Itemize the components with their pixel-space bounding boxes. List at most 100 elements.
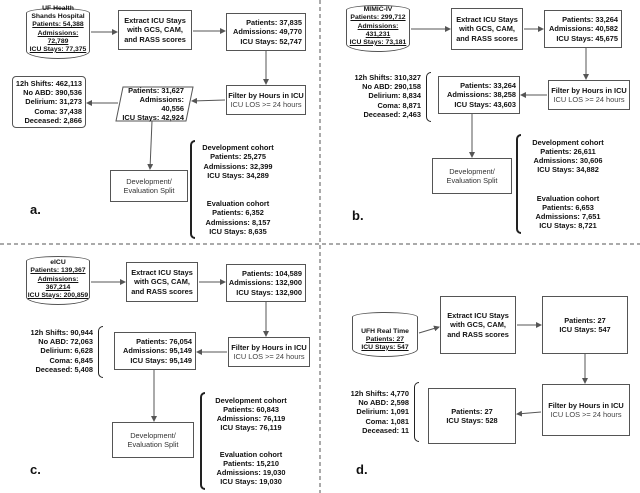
filter-subtitle: ICU LOS >= 24 hours xyxy=(230,100,302,109)
split-box: Development/ Evaluation Split xyxy=(432,158,512,194)
stats-box-1: Patients: 27 ICU Stays: 547 xyxy=(542,296,628,354)
extract-line: with GCS, CAM, xyxy=(459,24,515,34)
source-name: eICU xyxy=(50,259,66,267)
cohort-stat: Patients: 60,843 xyxy=(223,404,279,414)
shifts-brace xyxy=(98,326,103,378)
shift-line: 12h Shifts: 462,113 xyxy=(15,79,82,89)
shift-line: Deceased: 2,463 xyxy=(363,109,421,119)
source-database: UF Health Shands Hospital Patients: 54,3… xyxy=(26,5,90,59)
cohort-stat: Admissions: 76,119 xyxy=(216,414,286,423)
split-line: Development/ xyxy=(449,166,495,176)
filter-box: Filter by Hours in ICU ICU LOS >= 24 hou… xyxy=(548,80,630,110)
stat-line: ICU Stays: 42,924 xyxy=(122,113,184,123)
extract-line: Extract ICU Stays xyxy=(447,311,509,321)
shifts-box: 12h Shifts: 90,944 No ABD: 72,063 Deliri… xyxy=(14,325,96,377)
cohort-title: Development cohort xyxy=(532,137,604,147)
eval-cohort: Evaluation cohort Patients: 15,210 Admis… xyxy=(206,446,296,490)
shift-line: Coma: 1,081 xyxy=(365,416,409,426)
stats-box-2: Patients: 31,627 Admissions: 40,556 ICU … xyxy=(116,85,188,123)
cohort-stat: ICU Stays: 76,119 xyxy=(220,423,282,433)
cohort-stat: Admissions: 32,399 xyxy=(203,161,273,171)
cohort-title: Development cohort xyxy=(202,143,274,153)
extract-line: and RASS scores xyxy=(131,286,193,296)
cohort-stat: Admissions: 8,157 xyxy=(205,217,271,227)
filter-subtitle: ICU LOS >= 24 hours xyxy=(233,352,305,361)
stat-line: ICU Stays: 132,900 xyxy=(236,287,302,297)
shift-line: Delirium: 8,834 xyxy=(368,91,421,101)
shift-line: Deceased: 5,408 xyxy=(35,364,93,374)
stat-line: Admissions: 95,149 xyxy=(122,346,192,356)
filter-subtitle: ICU LOS >= 24 hours xyxy=(553,95,625,104)
shift-line: No ABD: 2,598 xyxy=(358,398,409,408)
shift-line: Coma: 37,438 xyxy=(34,106,82,116)
cohort-title: Evaluation cohort xyxy=(536,193,600,203)
extract-line: with GCS, CAM, xyxy=(450,320,506,330)
shift-line: No ABD: 72,063 xyxy=(38,337,93,347)
source-database: MIMIC-IV Patients: 299,712 Admissions: 4… xyxy=(346,6,410,52)
extract-box: Extract ICU Stays with GCS, CAM, and RAS… xyxy=(451,8,523,50)
cohort-stat: ICU Stays: 19,030 xyxy=(220,477,282,487)
cohort-brace xyxy=(200,392,205,490)
stat-line: Admissions: 38,258 xyxy=(446,90,516,100)
stat-line: ICU Stays: 95,149 xyxy=(130,355,192,365)
stat-line: Patients: 27 xyxy=(451,406,493,416)
shifts-box: 12h Shifts: 462,113 No ABD: 390,536 Deli… xyxy=(12,76,86,128)
eval-cohort: Evaluation cohort Patients: 6,653 Admiss… xyxy=(522,190,614,234)
extract-line: Extract ICU Stays xyxy=(456,15,518,25)
cohort-brace xyxy=(516,134,521,234)
extract-line: and RASS scores xyxy=(124,34,186,44)
shifts-brace xyxy=(426,72,431,122)
shifts-box: 12h Shifts: 4,770 No ABD: 2,598 Delirium… xyxy=(330,384,412,440)
filter-title: Filter by Hours in ICU xyxy=(551,85,627,95)
stats-box-1: Patients: 33,264 Admissions: 40,582 ICU … xyxy=(544,10,622,48)
shift-line: Delirium: 31,273 xyxy=(25,97,82,107)
cohort-stat: ICU Stays: 8,635 xyxy=(209,226,267,236)
split-line: Evaluation Split xyxy=(127,440,179,449)
shift-line: 12h Shifts: 310,327 xyxy=(354,73,421,83)
filter-box: Filter by Hours in ICU ICU LOS >= 24 hou… xyxy=(226,85,306,115)
source-stat: ICU Stays: 77,375 xyxy=(29,45,87,53)
stat-line: Patients: 31,627 xyxy=(128,85,184,95)
cohort-stat: Patients: 15,210 xyxy=(223,458,279,468)
shift-line: Deceased: 11 xyxy=(362,425,409,435)
shifts-brace xyxy=(414,382,419,442)
filter-title: Filter by Hours in ICU xyxy=(548,400,624,410)
extract-line: with GCS, CAM, xyxy=(134,277,190,287)
stats-box-1: Patients: 104,589 Admissions: 132,900 IC… xyxy=(226,264,306,302)
source-stat: Admissions: 431,231 xyxy=(357,22,399,38)
shift-line: No ABD: 390,536 xyxy=(23,88,82,98)
stat-line: Patients: 37,835 xyxy=(246,18,302,28)
cohort-stat: ICU Stays: 8,721 xyxy=(539,221,597,231)
filter-title: Filter by Hours in ICU xyxy=(228,90,304,100)
stats-box-2: Patients: 76,054 Admissions: 95,149 ICU … xyxy=(114,332,196,370)
split-line: Evaluation Split xyxy=(123,186,175,195)
stat-line: Admissions: 40,582 xyxy=(548,24,618,34)
stat-line: Patients: 104,589 xyxy=(242,269,302,279)
extract-box: Extract ICU Stays with GCS, CAM, and RAS… xyxy=(118,10,192,50)
stats-box-2: Patients: 33,264 Admissions: 38,258 ICU … xyxy=(438,76,520,114)
shift-line: 12h Shifts: 90,944 xyxy=(30,328,93,338)
cohort-stat: Patients: 6,653 xyxy=(542,202,594,212)
shift-line: Coma: 6,845 xyxy=(49,355,93,365)
shifts-box: 12h Shifts: 310,327 No ABD: 290,158 Deli… xyxy=(340,70,424,122)
dev-cohort: Development cohort Patients: 60,843 Admi… xyxy=(206,392,296,436)
filter-box: Filter by Hours in ICU ICU LOS >= 24 hou… xyxy=(228,337,310,367)
stat-line: Patients: 76,054 xyxy=(136,337,192,347)
source-stat: Patients: 54,388 xyxy=(32,21,84,29)
cohort-stat: Admissions: 7,651 xyxy=(535,212,601,221)
shift-line: Deceased: 2,866 xyxy=(24,115,82,125)
shift-line: 12h Shifts: 4,770 xyxy=(350,389,409,399)
stat-line: Patients: 33,264 xyxy=(460,81,516,91)
stat-line: ICU Stays: 45,675 xyxy=(556,33,618,43)
extract-box: Extract ICU Stays with GCS, CAM, and RAS… xyxy=(126,262,198,302)
source-stat: ICU Stays: 73,181 xyxy=(349,38,407,46)
extract-box: Extract ICU Stays with GCS, CAM, and RAS… xyxy=(440,296,516,354)
source-name: Shands Hospital xyxy=(31,13,85,21)
source-stat: Patients: 139,367 xyxy=(30,267,86,275)
stat-line: ICU Stays: 528 xyxy=(446,416,498,425)
extract-line: with GCS, CAM, xyxy=(127,25,183,35)
stat-line: ICU Stays: 43,603 xyxy=(454,99,516,109)
